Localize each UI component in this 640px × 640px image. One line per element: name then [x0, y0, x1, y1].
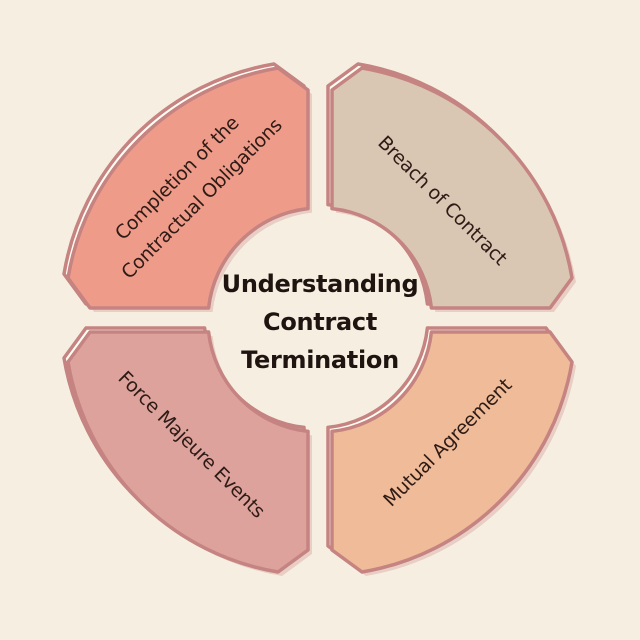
segment-breach-of-contract: Breach of Contract	[326, 62, 576, 312]
segment-shape	[66, 330, 310, 574]
segment-shape	[330, 330, 574, 574]
title-line-2: Contract	[263, 308, 377, 336]
title-line-1: Understanding	[222, 270, 419, 298]
segment-shape	[330, 66, 574, 310]
title-line-3: Termination	[241, 346, 399, 374]
segment-force-majeure-events: Force Majeure Events	[62, 326, 312, 576]
segment-mutual-agreement: Mutual Agreement	[326, 326, 576, 576]
diagram-title: Understanding Contract Termination	[222, 270, 419, 374]
segment-shape	[66, 66, 310, 310]
